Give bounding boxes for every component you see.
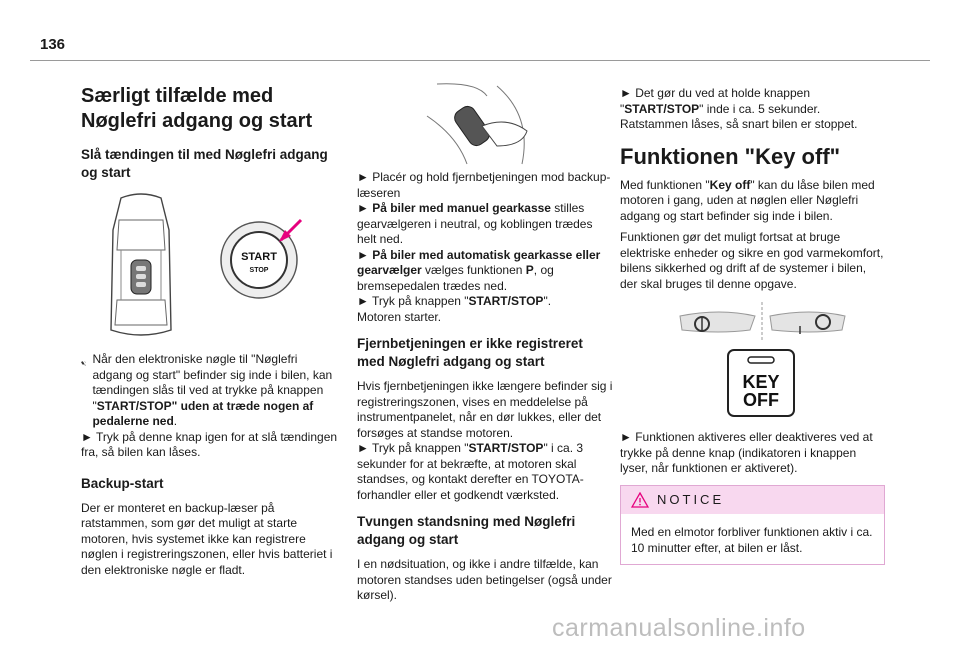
press-start-button-name: START/STOP	[468, 294, 544, 308]
press-start-end: ".	[543, 294, 552, 308]
warning-icon	[631, 491, 649, 508]
hold-end: " inde i ca. 5 sekunder.	[699, 101, 821, 116]
engine-starts: Motoren starter.	[357, 309, 442, 324]
page-number: 136	[40, 36, 66, 53]
remote-not-detected-paragraph: Hvis fjernbetjeningen ikke længere befin…	[357, 379, 613, 440]
forced-stop-paragraph: I en nødsituation, og ikke i andre tilfæ…	[357, 557, 612, 602]
key-inside-emphasis: START/STOP" uden at træde nogen af pedal…	[92, 398, 314, 429]
subsection-title-ignition: Slå tændingen til med Nøglefri adgang og…	[81, 147, 328, 180]
auto-gearbox-text: vælges funktionen	[421, 263, 526, 277]
top-rule	[30, 60, 930, 61]
press-start-text: ► Tryk på knappen "	[357, 294, 469, 308]
section-title: Særligt tilfælde med Nøglefri adgang og …	[81, 85, 313, 132]
steering-lock-note: Ratstammen låses, så snart bilen er stop…	[620, 117, 858, 131]
key-off-intro: Med funktionen "Key off" kan du låse bil…	[620, 178, 885, 225]
key-off-intro-end: " kan du låse bilen med motoren i gang, …	[620, 177, 875, 223]
notice-header: NOTICE	[621, 485, 884, 514]
forced-stop-heading: Tvungen standsning med Nøglefri adgang o…	[357, 514, 576, 547]
confirm-stop-text: ► Tryk på knappen "	[357, 441, 469, 455]
ignition-off-step: ► Tryk på denne knap igen for at slå tæn…	[81, 429, 338, 460]
key-off-label-1: KEY	[742, 372, 779, 392]
confirm-stop-end: " i ca. 3 sekunder for at bekræfte, at m…	[357, 441, 584, 502]
manual-gearbox-label: ► På biler med manuel gearkasse	[357, 201, 551, 215]
gear-p: P	[525, 263, 534, 277]
key-off-label-2: OFF	[743, 390, 779, 410]
backup-start-heading: Backup-start	[81, 475, 164, 491]
key-icon	[81, 361, 87, 366]
column-1: Særligt tilfælde med Nøglefri adgang og …	[81, 80, 338, 584]
backup-start-paragraph: Der er monteret en backup-læser på ratst…	[81, 500, 333, 577]
auto-gearbox-step: ► På biler med automatisk gearkasse elle…	[357, 248, 614, 295]
car-start-button-illustration: START STOP	[110, 193, 303, 336]
hold-text: ► Det gør du ved at holde knappen "	[620, 86, 810, 116]
key-inside-paragraph: Når den elektroniske nøgle til "Nøglefri…	[92, 352, 338, 430]
hold-remote-step: ► Placér og hold fjernbetjeningen mod ba…	[357, 170, 611, 200]
key-off-intro-emphasis: Key off	[709, 177, 751, 192]
dashboard-illustration	[679, 302, 846, 340]
backup-reader-illustration	[426, 83, 528, 165]
remote-not-detected-heading: Fjernbetjeningen er ikke registreret med…	[357, 336, 583, 369]
auto-gearbox-end: , og bremsepedalen trædes ned.	[357, 263, 554, 293]
column-3: ► Det gør du ved at holde knappen "START…	[620, 80, 885, 565]
key-inside-text: Når den elektroniske nøgle til "Nøglefri…	[92, 352, 333, 413]
press-start-step: ► Tryk på knappen "START/STOP".	[357, 294, 614, 310]
column-2: ► Placér og hold fjernbetjeningen mod ba…	[357, 80, 614, 610]
watermark: carmanualsonline.info	[552, 614, 806, 642]
auto-gearbox-label: ► På biler med automatisk gearkasse elle…	[357, 247, 601, 278]
confirm-stop-button-name: START/STOP	[468, 441, 544, 455]
key-off-activate-step: ► Funktionen aktiveres eller deaktiveres…	[620, 430, 873, 475]
key-off-benefits: Funktionen gør det muligt fortsat at bru…	[620, 230, 884, 291]
notice-title: NOTICE	[657, 491, 725, 507]
manual-gearbox-text: stilles gearvælgeren i neutral, og kobli…	[357, 201, 593, 246]
notice-box: NOTICE Med en elmotor forbliver funktion…	[620, 484, 885, 565]
confirm-stop-step: ► Tryk på knappen "START/STOP" i ca. 3 s…	[357, 441, 614, 503]
key-off-intro-text: Med funktionen "	[620, 177, 710, 192]
start-label: START	[241, 251, 277, 263]
key-off-title: Funktionen "Key off"	[620, 143, 841, 169]
hold-five-seconds-step: ► Det gør du ved at holde knappen "START…	[620, 86, 885, 117]
stop-label: STOP	[250, 267, 269, 274]
key-off-button-icon: KEY OFF	[727, 349, 795, 417]
key-inside-end: .	[173, 414, 178, 428]
notice-text: Med en elmotor forbliver funktionen akti…	[631, 524, 873, 555]
manual-gearbox-step: ► På biler med manuel gearkasse stilles …	[357, 201, 614, 248]
hold-button-name: START/STOP	[624, 101, 700, 116]
